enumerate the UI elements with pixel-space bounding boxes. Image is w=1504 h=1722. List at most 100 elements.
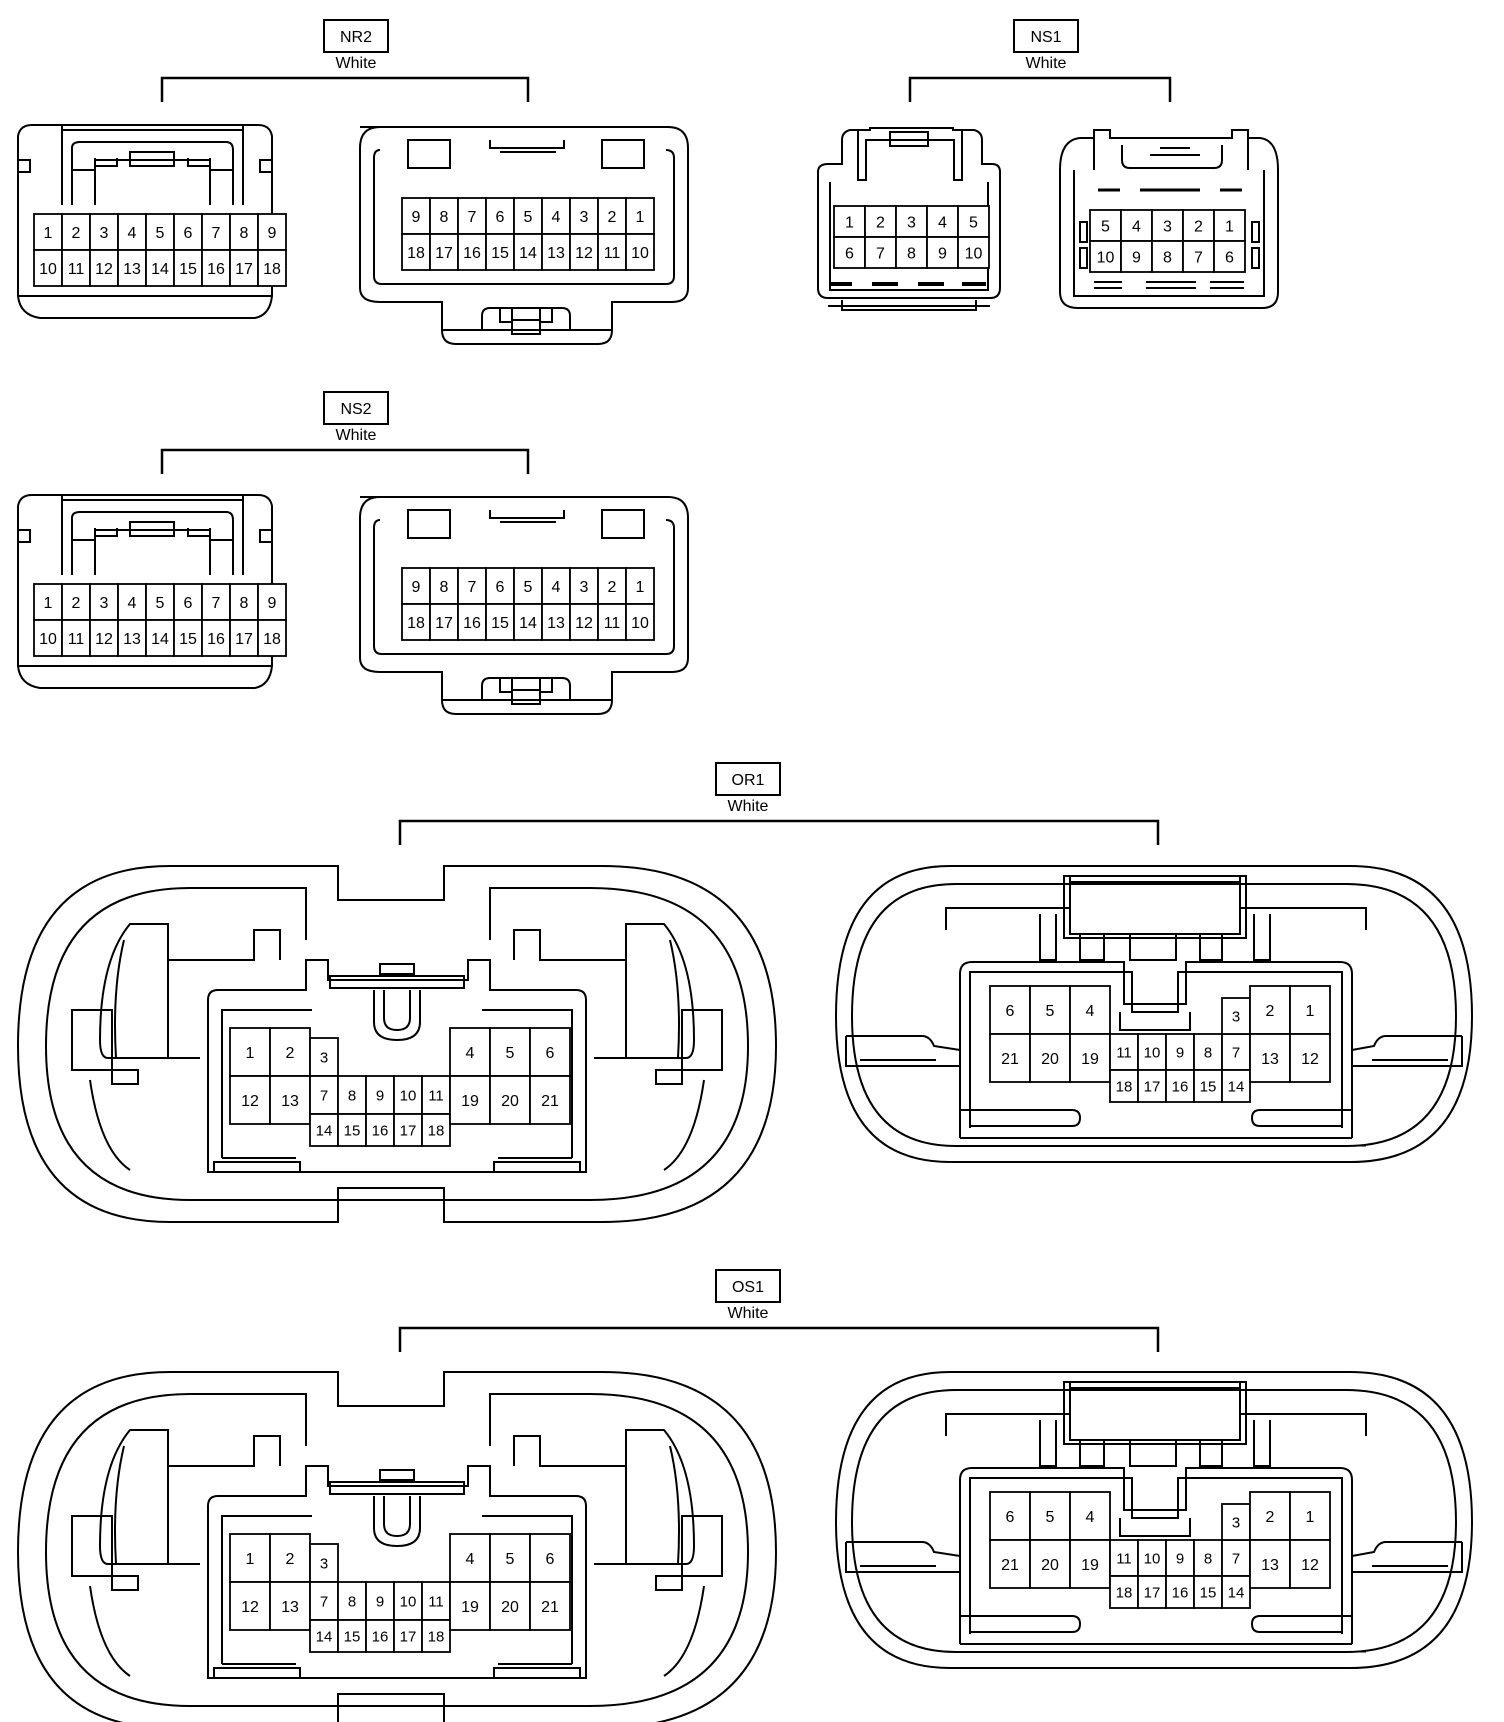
pin-cell [529,1075,571,1125]
pin-number: 8 [348,1593,356,1610]
pin-cell [365,1619,395,1653]
pin-cell [421,1113,451,1147]
or1-female-mid-3-pin-row: 3 [1221,997,1251,1035]
pin-number: 16 [207,631,225,648]
pin-number: 7 [212,595,221,612]
pin-number: 7 [468,209,477,226]
pin-number: 13 [281,1599,299,1616]
connector-color: White [728,798,769,815]
pin-number: 2 [608,579,617,596]
pin-number: 8 [440,579,449,596]
pin-number: 10 [400,1087,417,1104]
pin-cell [229,1027,271,1077]
pin-cell [309,1113,339,1147]
pin-cell [145,213,175,251]
pin-number: 6 [546,1045,555,1062]
pin-number: 5 [1046,1003,1055,1020]
pin-cell [1249,1033,1291,1083]
pin-number: 15 [1200,1078,1217,1095]
pin-cell [957,205,990,238]
pin-cell [1182,240,1215,273]
pin-number: 13 [547,245,565,262]
pin-cell [257,249,287,287]
pin-number: 2 [876,214,885,231]
pin-number: 7 [1194,249,1203,266]
pin-number: 3 [100,225,109,242]
pin-number: 19 [1081,1557,1099,1574]
pin-cell [89,249,119,287]
connector-code: NS2 [340,401,371,418]
pin-number: 3 [320,1555,328,1572]
title-box [323,391,389,425]
pin-number: 6 [496,209,505,226]
pin-cell [597,233,627,271]
pin-cell [541,603,571,641]
pin-number: 12 [241,1599,259,1616]
pin-number: 4 [128,225,137,242]
pin-number: 11 [68,261,85,278]
pin-number: 4 [552,579,561,596]
os1-female-housing [835,1371,1473,1669]
pin-number: 8 [1204,1550,1212,1567]
pin-number: 4 [1086,1003,1095,1020]
pin-cell [569,603,599,641]
pin-cell [989,1033,1031,1083]
pin-number: 4 [938,214,947,231]
pin-number: 9 [412,209,421,226]
pin-cell [1120,240,1153,273]
os1-male-housing [17,1371,777,1722]
pin-cell [337,1113,367,1147]
pin-cell [1029,985,1071,1035]
pin-number: 16 [207,261,225,278]
or1-male-mid-single-pin-row: 3 [309,1037,339,1077]
pin-cell [309,1075,339,1115]
pin-number: 7 [212,225,221,242]
pin-number: 12 [575,245,593,262]
pin-cell [989,1539,1031,1589]
pin-number: 2 [286,1045,295,1062]
pin-cell [145,249,175,287]
pin-number: 17 [435,245,453,262]
pin-cell [625,567,655,605]
pin-cell [529,1581,571,1631]
or1-female-housing [835,865,1473,1163]
pin-cell [1069,985,1111,1035]
pin-number: 12 [1301,1557,1319,1574]
pin-number: 17 [435,615,453,632]
pin-number: 11 [68,631,85,648]
or1-female-mid-single-pin-row: 7 [1221,1033,1251,1071]
pin-cell [1089,240,1122,273]
pin-number: 16 [463,245,481,262]
connector-code: NR2 [340,29,372,46]
pin-number: 20 [501,1599,519,1616]
pin-number: 8 [348,1087,356,1104]
os1-female-mid-3-pin-row: 3 [1221,1503,1251,1541]
pin-cell [1221,1575,1251,1609]
pin-number: 12 [95,631,113,648]
pin-number: 9 [1176,1044,1184,1061]
pin-number: 15 [491,615,509,632]
pin-number: 10 [1144,1044,1161,1061]
pin-number: 16 [463,615,481,632]
pin-number: 1 [1306,1509,1315,1526]
pin-cell [269,1581,311,1631]
pin-number: 14 [151,631,169,648]
pin-cell [864,205,897,238]
pin-cell [309,1619,339,1653]
